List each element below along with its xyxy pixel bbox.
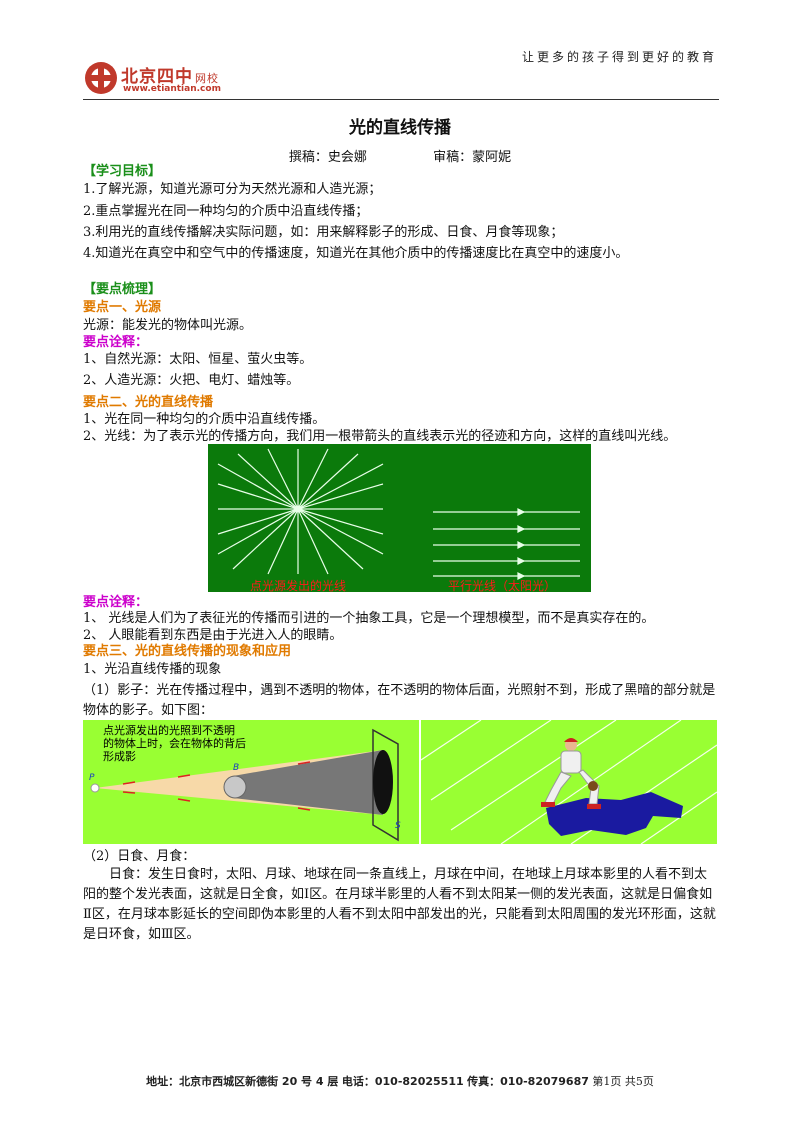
point3-sub1: 1、光沿直线传播的现象 [83, 662, 222, 677]
footer-address: 地址：北京市西城区新德街 20 号 4 层 [146, 1075, 339, 1088]
shadow-diagram-caption: 形成影 [103, 750, 136, 763]
point1-note: 1、自然光源：太阳、恒星、萤火虫等。 [83, 352, 313, 367]
point2-title: 要点二、光的直线传播 [83, 395, 214, 410]
figure-right-label: 平行光线（太阳光） [448, 579, 557, 593]
point1-note-heading: 要点诠释： [83, 335, 149, 350]
goal-item: 4.知道光在真空中和空气中的传播速度，知道光在其他介质中的传播速度比在真空中的速… [83, 246, 629, 261]
eclipse-heading: （2）日食、月食： [83, 849, 196, 864]
shadow-paragraph: （1）影子：光在传播过程中，遇到不透明的物体，在不透明的物体后面，光照射不到，形… [83, 683, 716, 718]
point2-item: 2、光线：为了表示光的传播方向，我们用一根带箭头的直线表示光的径迹和方向，这样的… [83, 429, 677, 444]
figure-shadow-diagram: 点光源发出的光照到不透明 的物体上时，会在物体的背后 形成影 P B S [83, 720, 419, 844]
goal-item: 2.重点掌握光在同一种均匀的介质中沿直线传播； [83, 204, 369, 219]
figure-player-shadow [420, 719, 718, 845]
point1-note: 2、人造光源：火把、电灯、蜡烛等。 [83, 373, 300, 388]
eclipse-paragraph: 日食：发生日食时，太阳、月球、地球在同一条直线上，月球在中间，在地球上月球本影里… [83, 867, 716, 942]
logo-text: 北京四中网校 [121, 67, 219, 87]
goals-heading: 【学习目标】 [83, 164, 162, 179]
writer: 撰稿：史会娜 [288, 150, 367, 165]
point1-title: 要点一、光源 [83, 300, 162, 315]
shadow-diagram-caption: 的物体上时，会在物体的背后 [103, 736, 246, 750]
point2-note-heading: 要点诠释： [83, 595, 149, 610]
light-rays-diagram [217, 448, 580, 580]
logo-url: www.etiantian.com [123, 84, 221, 94]
point2-item: 1、光在同一种均匀的介质中沿直线传播。 [83, 412, 326, 427]
author-line: 撰稿：史会娜 审稿：蒙阿妮 [0, 146, 800, 165]
logo-emblem-icon [85, 62, 117, 94]
point3-title: 要点三、光的直线传播的现象和应用 [83, 644, 292, 659]
figure-light-rays: 点光源发出的光线 平行光线（太阳光） [208, 444, 591, 593]
player-shadow-illustration [420, 719, 718, 845]
shadow-diagram: 点光源发出的光照到不透明 的物体上时，会在物体的背后 形成影 P B S [89, 723, 401, 842]
footer-page: 第1页 共5页 [592, 1075, 654, 1088]
footer-phone: 电话：010-82025511 [341, 1075, 464, 1088]
summary-heading: 【要点梳理】 [83, 282, 162, 297]
point2-note: 1、 光线是人们为了表征光的传播而引进的一个抽象工具，它是一个理想模型，而不是真… [83, 611, 655, 626]
goal-item: 3.利用光的直线传播解决实际问题，如：用来解释影子的形成、日食、月食等现象； [83, 225, 564, 240]
figure-left-label: 点光源发出的光线 [250, 579, 347, 593]
point1-def: 光源：能发光的物体叫光源。 [83, 318, 253, 333]
header-divider [83, 99, 719, 100]
footer: 地址：北京市西城区新德街 20 号 4 层 电话：010-82025511 传真… [0, 1073, 800, 1089]
goal-item: 1.了解光源，知道光源可分为天然光源和人造光源； [83, 182, 382, 197]
reviewer: 审稿：蒙阿妮 [433, 150, 512, 165]
label-s: S [395, 821, 401, 831]
label-p: P [89, 773, 95, 783]
label-b: B [233, 763, 239, 773]
point2-note: 2、 人眼能看到东西是由于光进入人的眼睛。 [83, 628, 343, 643]
header-slogan: 让更多的孩子得到更好的教育 [521, 50, 717, 64]
shadow-diagram-caption: 点光源发出的光照到不透明 [103, 723, 235, 737]
footer-fax: 传真：010-82079687 [467, 1075, 589, 1088]
page-title: 光的直线传播 [349, 118, 451, 138]
